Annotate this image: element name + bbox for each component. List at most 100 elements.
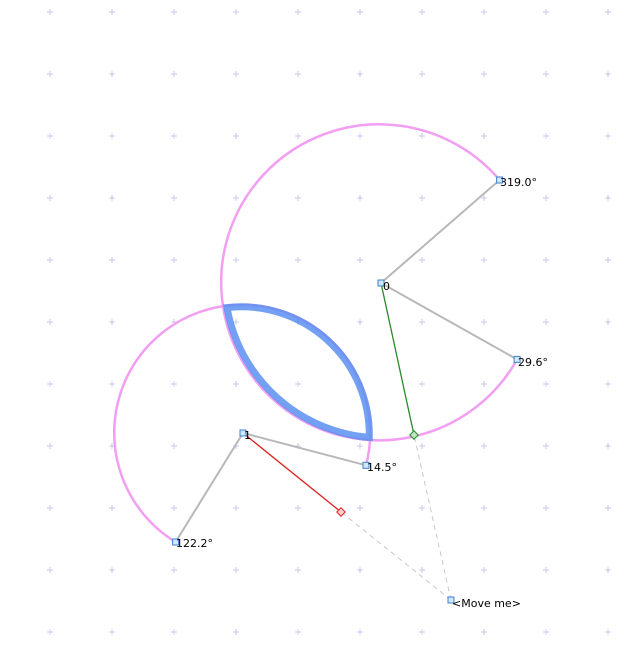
grid-marker xyxy=(481,567,487,573)
grid-marker xyxy=(171,629,177,635)
label-arc1-start-angle: 14.5° xyxy=(367,461,397,474)
grid-marker xyxy=(481,319,487,325)
grid-marker xyxy=(109,9,115,15)
grid-marker xyxy=(543,133,549,139)
diamond-marker-arc1 xyxy=(336,507,346,517)
grid-marker xyxy=(295,195,301,201)
grid-marker xyxy=(481,381,487,387)
grid-marker xyxy=(357,71,363,77)
intersection-lens xyxy=(222,303,373,442)
grid-marker xyxy=(605,195,611,201)
handle-arc0-end[interactable] xyxy=(496,176,504,184)
grid-marker xyxy=(481,71,487,77)
grid-marker xyxy=(47,319,53,325)
grid-marker xyxy=(605,71,611,77)
grid-marker xyxy=(481,443,487,449)
grid-marker xyxy=(419,443,425,449)
grid-marker xyxy=(605,381,611,387)
grid-marker xyxy=(357,443,363,449)
radius-line-arc1-start xyxy=(242,432,367,467)
grid-marker xyxy=(171,9,177,15)
grid-marker xyxy=(357,257,363,263)
grid-marker xyxy=(295,257,301,263)
grid-marker xyxy=(357,629,363,635)
grid-marker xyxy=(295,381,301,387)
grid-marker xyxy=(233,71,239,77)
radius-line-arc0-end xyxy=(380,179,501,284)
grid-marker xyxy=(171,443,177,449)
grid-marker xyxy=(47,9,53,15)
grid-marker xyxy=(543,567,549,573)
diamond-marker-arc0 xyxy=(409,430,419,440)
grid-marker xyxy=(419,195,425,201)
grid-marker xyxy=(543,319,549,325)
grid-marker xyxy=(171,381,177,387)
grid-marker xyxy=(109,71,115,77)
handle-arc0-start[interactable] xyxy=(513,355,521,363)
grid-marker xyxy=(605,629,611,635)
grid-marker xyxy=(605,9,611,15)
grid-marker xyxy=(481,257,487,263)
grid-marker xyxy=(109,257,115,263)
label-arc1-end-angle: 122.2° xyxy=(176,537,213,550)
handle-arc1-end[interactable] xyxy=(172,538,180,546)
radius-line-arc1-end xyxy=(174,432,244,543)
grid-marker xyxy=(419,629,425,635)
grid-marker xyxy=(295,567,301,573)
grid-marker xyxy=(543,195,549,201)
background-grid xyxy=(47,9,611,635)
grid-marker xyxy=(47,567,53,573)
grid-marker xyxy=(605,133,611,139)
grid-marker xyxy=(233,319,239,325)
dashed-line-to-arc0 xyxy=(413,434,452,601)
handle-move-me[interactable] xyxy=(447,596,455,604)
handle-center-0[interactable] xyxy=(377,279,385,287)
grid-marker xyxy=(419,319,425,325)
grid-marker xyxy=(543,257,549,263)
grid-marker xyxy=(419,567,425,573)
grid-marker xyxy=(171,195,177,201)
grid-marker xyxy=(295,133,301,139)
grid-marker xyxy=(295,71,301,77)
grid-marker xyxy=(47,133,53,139)
grid-marker xyxy=(295,9,301,15)
grid-marker xyxy=(419,381,425,387)
grid-marker xyxy=(233,133,239,139)
grid-marker xyxy=(47,505,53,511)
grid-marker xyxy=(233,9,239,15)
label-move-me: <Move me> xyxy=(452,597,521,610)
grid-marker xyxy=(357,9,363,15)
dashed-line-to-arc1 xyxy=(340,511,452,601)
grid-marker xyxy=(109,567,115,573)
grid-marker xyxy=(47,71,53,77)
label-center-0: 0 xyxy=(383,280,390,293)
grid-marker xyxy=(357,319,363,325)
handle-center-1[interactable] xyxy=(239,429,247,437)
grid-marker xyxy=(233,381,239,387)
grid-marker xyxy=(295,629,301,635)
grid-marker xyxy=(357,567,363,573)
grid-marker xyxy=(233,629,239,635)
grid-marker xyxy=(109,319,115,325)
grid-marker xyxy=(47,629,53,635)
grid-marker xyxy=(419,257,425,263)
grid-marker xyxy=(605,319,611,325)
grid-marker xyxy=(233,505,239,511)
grid-marker xyxy=(605,257,611,263)
grid-marker xyxy=(47,195,53,201)
grid-marker xyxy=(543,629,549,635)
grid-marker xyxy=(481,629,487,635)
grid-marker xyxy=(419,133,425,139)
grid-marker xyxy=(109,505,115,511)
grid-marker xyxy=(109,381,115,387)
grid-marker xyxy=(605,567,611,573)
grid-marker xyxy=(543,505,549,511)
grid-marker xyxy=(109,133,115,139)
grid-marker xyxy=(605,505,611,511)
grid-marker xyxy=(481,133,487,139)
handle-arc1-start[interactable] xyxy=(362,461,370,469)
grid-marker xyxy=(171,133,177,139)
grid-marker xyxy=(481,9,487,15)
grid-marker xyxy=(171,71,177,77)
